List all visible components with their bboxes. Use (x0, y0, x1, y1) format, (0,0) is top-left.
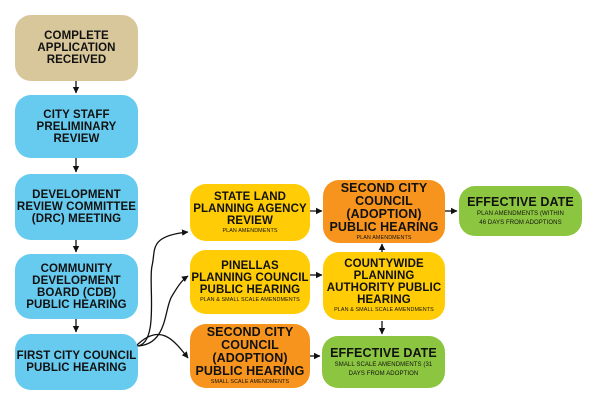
cdb-hearing-title: COMMUNITY DEVELOPMENT BOARD (CDB) PUBLIC… (26, 262, 127, 311)
effective-small-node: EFFECTIVE DATE SMALL SCALE AMENDMENTS (3… (322, 336, 445, 388)
first-council-node: FIRST CITY COUNCIL PUBLIC HEARING (15, 334, 138, 390)
arrow-first-council-to-state-review (135, 229, 189, 347)
drc-meeting-node: DEVELOPMENT REVIEW COMMITTEE (DRC) MEETI… (15, 174, 138, 240)
second-council-small-title: SECOND CITY COUNCIL (ADOPTION) PUBLIC HE… (195, 325, 305, 378)
second-council-plan-note: PLAN AMENDMENTS (356, 234, 412, 241)
effective-small-note: SMALL SCALE AMENDMENTS (31 DAYS FROM ADO… (334, 361, 433, 377)
effective-plan-note: PLAN AMENDMENTS (WITHIN 46 DAYS FROM ADO… (477, 210, 564, 226)
complete-application-title: COMPLETE APPLICATION RECEIVED (37, 30, 116, 66)
second-council-small-node: SECOND CITY COUNCIL (ADOPTION) PUBLIC HE… (190, 324, 310, 388)
second-council-plan-title: SECOND CITY COUNCIL (ADOPTION) PUBLIC HE… (329, 180, 439, 234)
pinellas-council-node: PINELLAS PLANNING COUNCIL PUBLIC HEARING… (190, 250, 310, 314)
effective-plan-title: EFFECTIVE DATE (467, 194, 574, 209)
countywide-authority-node: COUNTYWIDE PLANNING AUTHORITY PUBLIC HEA… (323, 252, 445, 320)
arrow-first-council-to-second-council-small (135, 333, 189, 359)
staff-review-node: CITY STAFF PRELIMINARY REVIEW (15, 95, 138, 158)
second-council-small-note: SMALL SCALE AMENDMENTS (210, 379, 290, 385)
state-review-note: PLAN AMENDMENTS (222, 227, 278, 234)
state-review-node: STATE LAND PLANNING AGENCY REVIEW PLAN A… (190, 184, 310, 241)
countywide-authority-title: COUNTYWIDE PLANNING AUTHORITY PUBLIC HEA… (326, 258, 442, 306)
second-council-plan-node: SECOND CITY COUNCIL (ADOPTION) PUBLIC HE… (323, 180, 445, 243)
countywide-authority-note: PLAN & SMALL SCALE AMENDMENTS (334, 307, 434, 313)
state-review-title: STATE LAND PLANNING AGENCY REVIEW (193, 190, 307, 227)
staff-review-title: CITY STAFF PRELIMINARY REVIEW (36, 108, 117, 145)
cdb-hearing-node: COMMUNITY DEVELOPMENT BOARD (CDB) PUBLIC… (15, 254, 138, 319)
first-council-title: FIRST CITY COUNCIL PUBLIC HEARING (16, 350, 137, 374)
effective-small-title: EFFECTIVE DATE (330, 345, 437, 360)
effective-plan-node: EFFECTIVE DATE PLAN AMENDMENTS (WITHIN 4… (459, 186, 582, 236)
pinellas-council-note: PLAN & SMALL SCALE AMENDMENTS (200, 297, 300, 303)
arrow-first-council-to-pinellas (135, 275, 189, 347)
pinellas-council-title: PINELLAS PLANNING COUNCIL PUBLIC HEARING (191, 260, 309, 296)
complete-application-node: COMPLETE APPLICATION RECEIVED (15, 15, 138, 81)
drc-meeting-title: DEVELOPMENT REVIEW COMMITTEE (DRC) MEETI… (16, 189, 137, 225)
